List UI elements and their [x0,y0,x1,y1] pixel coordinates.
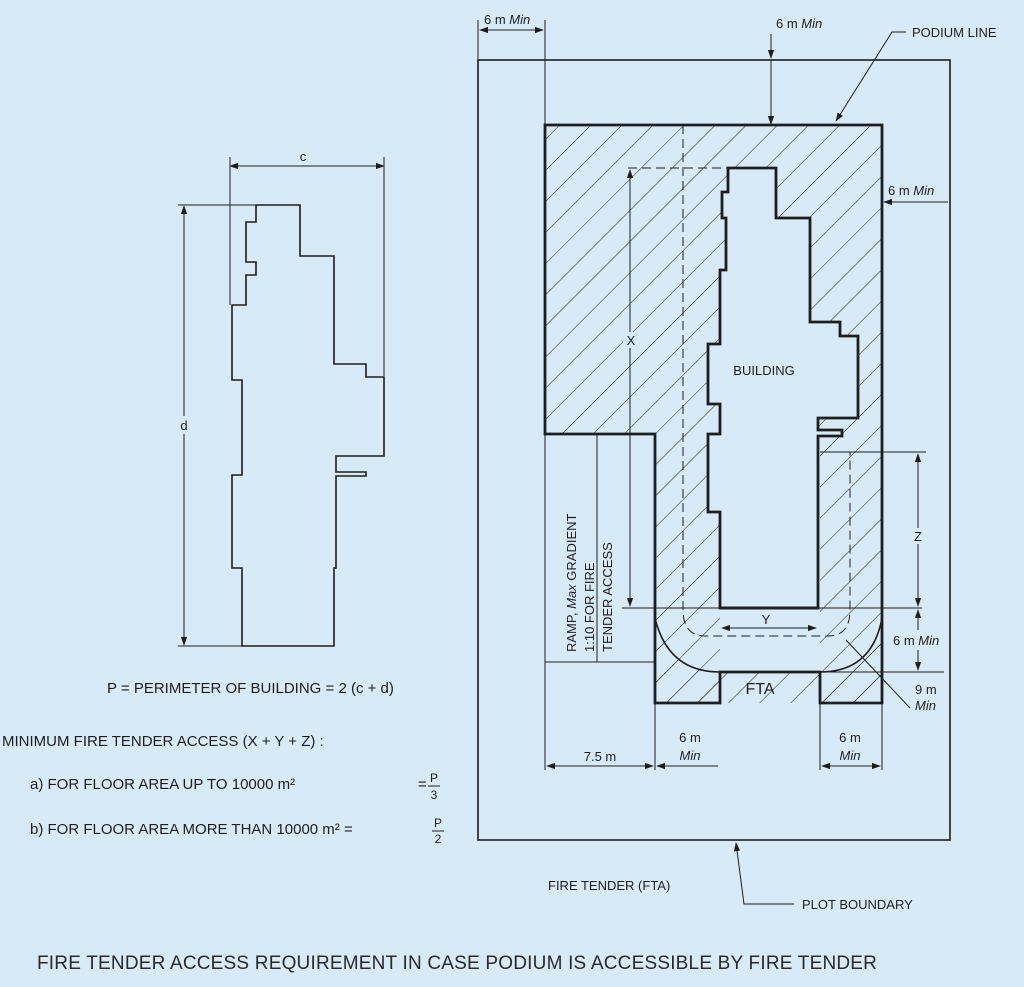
svg-text:6 m: 6 m [679,730,701,745]
svg-text:6 m Min: 6 m Min [888,183,934,198]
dim-9m: 9 m Min [845,639,937,713]
fire-tender-label: FIRE TENDER (FTA) [548,878,670,893]
dim-bottom-chain: 7.5 m 6 m Min 6 m Min [546,703,883,770]
svg-text:P: P [430,771,438,785]
left-building-outline [231,204,385,647]
svg-text:2: 2 [435,832,442,846]
min-access-heading: MINIMUM FIRE TENDER ACCESS (X + Y + Z) : [2,733,324,750]
dim-right: 6 m Min [883,183,948,206]
fire-tender-path [682,125,851,637]
dim-d-label: d [180,418,187,433]
svg-text:RAMP, Max GRADIENT: RAMP, Max GRADIENT [564,513,579,652]
svg-text:Z: Z [914,529,922,544]
svg-text:3: 3 [431,788,438,802]
svg-text:PLOT BOUNDARY: PLOT BOUNDARY [802,897,913,912]
svg-text:TENDER ACCESS: TENDER ACCESS [600,542,615,652]
svg-text:9 m: 9 m [915,682,937,697]
dimension-c: c [229,149,385,376]
podium-line-callout: PODIUM LINE [835,25,997,122]
dimension-d: d [176,204,256,647]
svg-text:6 m Min: 6 m Min [893,633,939,648]
svg-text:6 m Min: 6 m Min [484,12,530,27]
dimension-x: X [622,169,922,609]
dim-top-left: 6 m Min [477,12,546,125]
svg-text:=: = [418,776,427,793]
fta-hatched-strip [655,618,882,703]
svg-text:6 m Min: 6 m Min [776,16,822,31]
diagram-caption: FIRE TENDER ACCESS REQUIREMENT IN CASE P… [37,953,877,974]
dim-top-center: 6 m Min [767,16,822,125]
ramp-annotation: RAMP, Max GRADIENT 1:10 FOR FIRE TENDER … [544,434,655,770]
svg-text:X: X [627,333,636,348]
dimension-y: Y [721,612,817,632]
dimension-z: Z [820,451,926,607]
svg-text:7.5 m: 7.5 m [584,749,617,764]
svg-text:6 m: 6 m [839,730,861,745]
svg-text:Y: Y [762,612,771,627]
svg-text:Min: Min [915,698,936,713]
svg-text:Min: Min [680,748,701,763]
fta-label: FTA [745,681,774,698]
plot-boundary-callout: PLOT BOUNDARY [733,842,913,912]
building-label: BUILDING [733,363,794,378]
dim-fta-6m: 6 m Min [820,609,944,673]
svg-text:1:10 FOR FIRE: 1:10 FOR FIRE [582,562,597,652]
svg-text:b) FOR FLOOR AREA MORE THAN 1: b) FOR FLOOR AREA MORE THAN 10000 m² = [30,821,353,838]
rule-b: b) FOR FLOOR AREA MORE THAN 10000 m² = P… [30,816,444,846]
svg-text:Min: Min [840,748,861,763]
svg-text:P: P [434,816,442,830]
dim-c-label: c [300,149,307,164]
plot-boundary-rect [477,59,951,841]
rule-a: a) FOR FLOOR AREA UP TO 10000 m² = P 3 [30,771,440,802]
svg-text:PODIUM LINE: PODIUM LINE [912,25,997,40]
fta-curved-edge [654,617,883,673]
svg-text:a) FOR FLOOR AREA UP TO 10000: a) FOR FLOOR AREA UP TO 10000 m² [30,776,295,793]
perimeter-formula: P = PERIMETER OF BUILDING = 2 (c + d) [107,680,394,697]
